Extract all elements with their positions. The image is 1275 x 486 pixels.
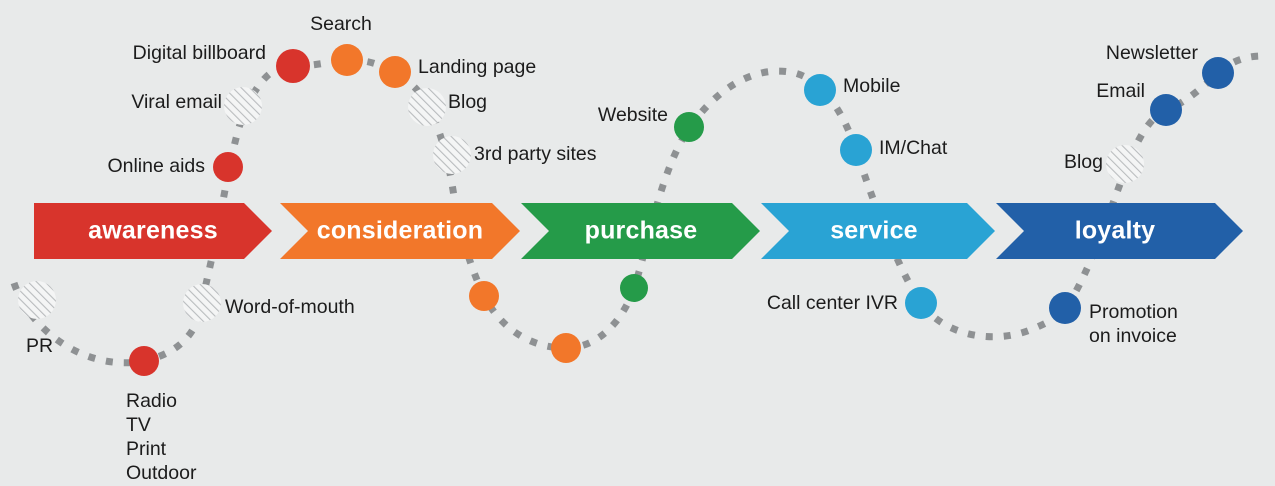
stage-label-loyalty: loyalty [1075,217,1156,245]
touchpoint-dot-landing-page[interactable] [379,56,411,88]
touchpoint-label-viral-email: Viral email [131,91,222,113]
stage-label-service: service [830,217,918,245]
touchpoint-label-pr: PR [26,335,53,357]
touchpoint-dot-third-party-sites[interactable] [433,136,471,174]
touchpoint-dot-search[interactable] [331,44,363,76]
touchpoint-dot-digital-billboard[interactable] [276,49,310,83]
touchpoint-label-search: Search [310,13,372,35]
touchpoint-label-im-chat: IM/Chat [879,137,948,159]
touchpoint-dot-im-chat[interactable] [840,134,872,166]
touchpoint-dot-viral-email[interactable] [224,87,262,125]
touchpoint-dot-consideration-low2[interactable] [551,333,581,363]
touchpoint-label-radio-tv-print-outdoor: RadioTVPrintOutdoor [126,390,197,484]
touchpoint-dot-email[interactable] [1150,94,1182,126]
touchpoint-dot-newsletter[interactable] [1202,57,1234,89]
touchpoint-dot-website[interactable] [674,112,704,142]
touchpoint-label-third-party-sites: 3rd party sites [474,143,597,165]
touchpoint-label-online-aids: Online aids [107,155,205,177]
touchpoint-label-word-of-mouth: Word-of-mouth [225,296,355,318]
touchpoint-label-digital-billboard: Digital billboard [133,42,266,64]
touchpoint-dot-consideration-low1[interactable] [469,281,499,311]
touchpoint-dot-promotion-on-invoice[interactable] [1049,292,1081,324]
stage-label-purchase: purchase [585,217,698,245]
stage-bar-group: awareness consideration purchase service loy… [34,203,1243,259]
stage-label-consideration: consideration [317,217,484,245]
touchpoint-dot-blog-consideration[interactable] [408,88,446,126]
touchpoint-label-promotion-on-invoice: Promotionon invoice [1089,301,1178,347]
touchpoint-label-mobile: Mobile [843,75,900,97]
touchpoint-dot-radio-tv-print-outdoor[interactable] [129,346,159,376]
stage-label-awareness: awareness [88,217,218,245]
touchpoint-dot-pr[interactable] [18,281,56,319]
touchpoint-label-email: Email [1096,80,1145,102]
touchpoint-dot-mobile[interactable] [804,74,836,106]
touchpoint-label-blog-consideration: Blog [448,91,487,113]
touchpoint-label-blog-loyalty: Blog [1064,151,1103,173]
touchpoint-dot-call-center-ivr[interactable] [905,287,937,319]
touchpoint-label-website: Website [598,104,668,126]
touchpoint-dot-purchase-low[interactable] [620,274,648,302]
touchpoint-label-call-center-ivr: Call center IVR [767,292,898,314]
touchpoint-dot-word-of-mouth[interactable] [183,284,221,322]
touchpoint-label-newsletter: Newsletter [1106,42,1199,64]
touchpoint-dot-online-aids[interactable] [213,152,243,182]
touchpoint-dot-blog-loyalty[interactable] [1106,145,1144,183]
touchpoint-label-landing-page: Landing page [418,56,536,78]
